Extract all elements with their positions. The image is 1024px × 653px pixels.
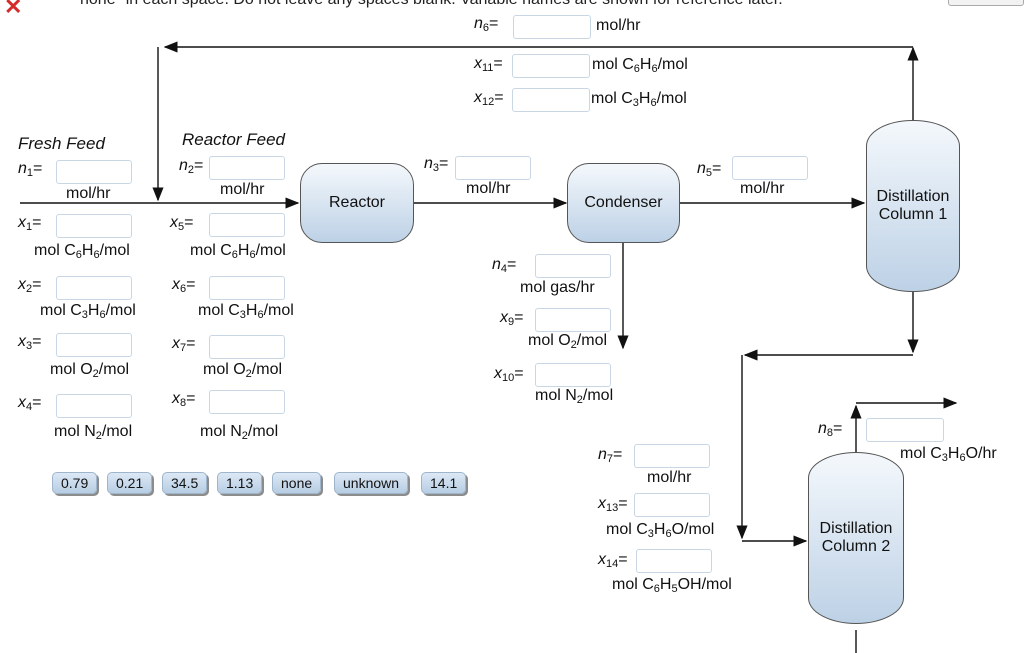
error-icon: ✕ bbox=[4, 0, 23, 19]
x10-drop-field[interactable] bbox=[535, 363, 611, 387]
x12-drop-field[interactable] bbox=[512, 88, 590, 112]
n5-unit: mol/hr bbox=[740, 180, 785, 197]
n3-unit: mol/hr bbox=[466, 180, 511, 197]
n4-unit: mol gas/hr bbox=[520, 279, 595, 296]
x11-label: x11= bbox=[474, 55, 503, 74]
answer-chip[interactable]: 34.5 bbox=[162, 472, 208, 494]
x10-label: x10= bbox=[494, 365, 524, 384]
x9-label: x9= bbox=[500, 309, 524, 328]
x2-unit: mol C3H6/mol bbox=[40, 302, 136, 321]
x1-drop-field[interactable] bbox=[56, 214, 132, 238]
reactor-unit: Reactor bbox=[300, 163, 414, 243]
n7-drop-field[interactable] bbox=[634, 444, 710, 468]
x12-unit: mol C3H6/mol bbox=[591, 90, 687, 109]
answer-chip[interactable]: 1.13 bbox=[217, 472, 263, 494]
n1-unit: mol/hr bbox=[66, 185, 111, 202]
x8-label: x8= bbox=[172, 390, 196, 409]
n7-label: n7= bbox=[598, 446, 623, 465]
x7-label: x7= bbox=[172, 335, 196, 354]
x10-unit: mol N2/mol bbox=[535, 387, 614, 406]
n6-label: n6= bbox=[474, 15, 499, 34]
x13-label: x13= bbox=[598, 495, 628, 514]
x6-drop-field[interactable] bbox=[209, 276, 285, 300]
n8-unit: mol C3H6O/hr bbox=[900, 445, 997, 464]
x14-unit: mol C6H5OH/mol bbox=[612, 576, 732, 595]
n2-drop-field[interactable] bbox=[209, 156, 285, 180]
n8-label: n8= bbox=[818, 420, 843, 439]
x5-drop-field[interactable] bbox=[209, 213, 285, 237]
x3-drop-field[interactable] bbox=[56, 333, 132, 357]
x6-unit: mol C3H6/mol bbox=[198, 302, 294, 321]
answer-chip[interactable]: none bbox=[272, 472, 322, 494]
answer-chip[interactable]: 14.1 bbox=[421, 472, 467, 494]
x5-label: x5= bbox=[170, 214, 194, 233]
fresh-feed-header: Fresh Feed bbox=[18, 134, 105, 153]
n5-label: n5= bbox=[697, 160, 722, 179]
n4-drop-field[interactable] bbox=[535, 254, 611, 278]
n5-drop-field[interactable] bbox=[732, 156, 808, 180]
x3-unit: mol O2/mol bbox=[50, 361, 130, 380]
top-button[interactable] bbox=[948, 0, 1024, 6]
n4-label: n4= bbox=[492, 256, 517, 275]
x11-unit: mol C6H6/mol bbox=[592, 56, 688, 75]
n7-unit: mol/hr bbox=[647, 469, 692, 486]
answer-chip[interactable]: 0.21 bbox=[107, 472, 153, 494]
x4-drop-field[interactable] bbox=[56, 394, 132, 418]
x5-unit: mol C6H6/mol bbox=[190, 242, 286, 261]
n1-label: n1= bbox=[18, 160, 43, 179]
x12-label: x12= bbox=[474, 89, 504, 108]
answer-chip[interactable]: unknown bbox=[334, 472, 409, 494]
reactor-feed-header: Reactor Feed bbox=[182, 130, 285, 149]
x2-label: x2= bbox=[18, 276, 42, 295]
n2-label: n2= bbox=[179, 157, 204, 176]
x6-label: x6= bbox=[172, 276, 196, 295]
x3-label: x3= bbox=[18, 333, 42, 352]
x11-drop-field[interactable] bbox=[512, 54, 590, 78]
x7-drop-field[interactable] bbox=[209, 335, 285, 359]
x7-unit: mol O2/mol bbox=[203, 361, 283, 380]
x1-label: x1= bbox=[18, 214, 42, 233]
x4-label: x4= bbox=[18, 394, 42, 413]
x13-drop-field[interactable] bbox=[634, 493, 710, 517]
x14-drop-field[interactable] bbox=[636, 549, 712, 573]
condenser-unit: Condenser bbox=[567, 163, 680, 243]
n6-drop-field[interactable] bbox=[513, 15, 591, 39]
x9-unit: mol O2/mol bbox=[528, 332, 608, 351]
n6-unit: mol/hr bbox=[596, 17, 641, 34]
x8-drop-field[interactable] bbox=[209, 390, 285, 414]
n3-drop-field[interactable] bbox=[455, 156, 531, 180]
n3-label: n3= bbox=[424, 155, 449, 174]
n2-unit: mol/hr bbox=[220, 181, 265, 198]
x9-drop-field[interactable] bbox=[535, 308, 611, 332]
n8-drop-field[interactable] bbox=[866, 418, 944, 442]
x1-unit: mol C6H6/mol bbox=[34, 242, 130, 261]
answer-chip[interactable]: 0.79 bbox=[52, 472, 98, 494]
x14-label: x14= bbox=[598, 551, 628, 570]
x4-unit: mol N2/mol bbox=[54, 423, 133, 442]
x8-unit: mol N2/mol bbox=[200, 423, 279, 442]
n1-drop-field[interactable] bbox=[56, 160, 132, 184]
x2-drop-field[interactable] bbox=[56, 276, 132, 300]
x13-unit: mol C3H6O/mol bbox=[606, 521, 715, 540]
instruction-text: none" in each space. Do not leave any sp… bbox=[80, 0, 783, 9]
